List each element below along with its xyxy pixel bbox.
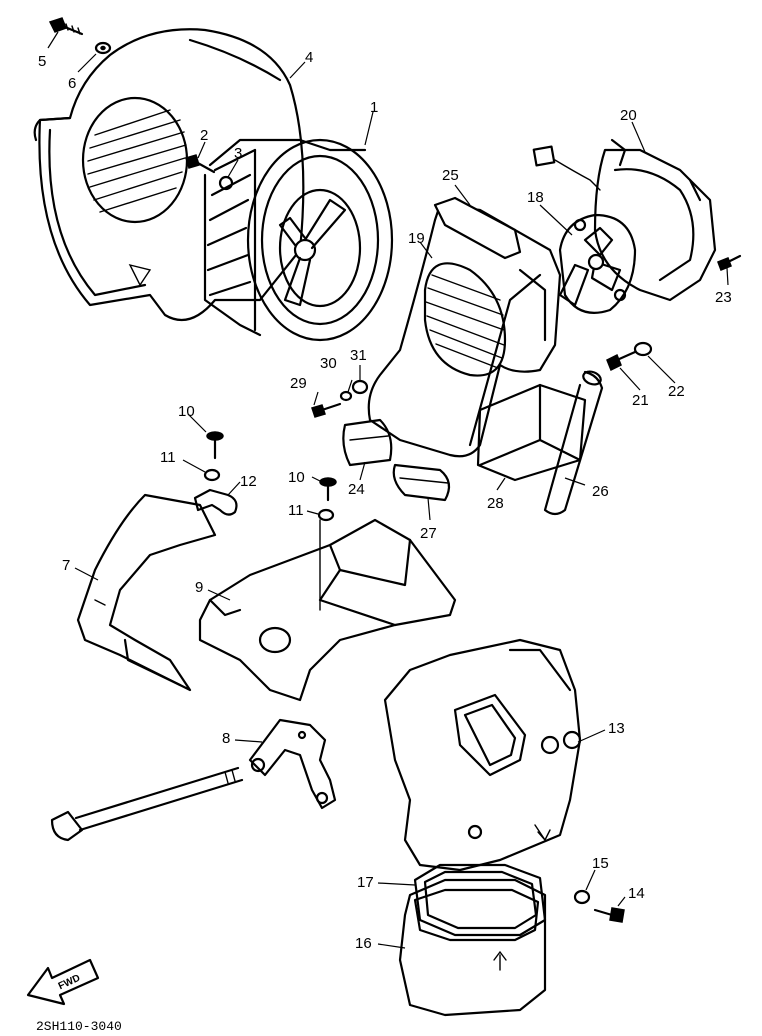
callout-19: 19	[408, 230, 425, 247]
callout-30: 30	[320, 355, 337, 372]
part-19-fan-cover	[367, 203, 562, 458]
part-23-screw	[717, 254, 742, 271]
callout-21: 21	[632, 392, 649, 409]
part-30-washer	[339, 390, 353, 402]
callout-7: 7	[62, 557, 70, 574]
part-15-washer	[573, 889, 591, 905]
part-17-gasket	[413, 863, 547, 937]
callout-11-lower: 11	[288, 502, 304, 519]
part-10-screw-upper	[206, 431, 224, 460]
part-7-side-cover	[76, 493, 217, 692]
callout-13: 13	[608, 720, 625, 737]
callout-26: 26	[592, 483, 609, 500]
part-14-bolt	[593, 907, 625, 923]
fwd-arrow: FWD	[26, 958, 100, 1006]
callout-28: 28	[487, 495, 504, 512]
long-through-bolt	[50, 766, 244, 842]
callout-9: 9	[195, 579, 203, 596]
part-20-fan-shroud	[532, 138, 717, 302]
callout-12: 12	[240, 473, 257, 490]
callout-6: 6	[68, 75, 76, 92]
callout-2: 2	[200, 127, 208, 144]
part-22-washer	[633, 341, 653, 357]
diagram-code: 2SH110-3040	[36, 1019, 122, 1034]
callout-16: 16	[355, 935, 372, 952]
part-12-clamp	[193, 488, 238, 516]
part-16-air-box	[398, 878, 547, 1017]
callout-17: 17	[357, 874, 374, 891]
part-21-bolt	[606, 350, 637, 372]
callout-14: 14	[628, 885, 645, 902]
callout-10-lower: 10	[288, 469, 305, 486]
leader-lines	[47, 31, 729, 949]
callout-24: 24	[348, 481, 365, 498]
callout-3: 3	[234, 145, 242, 162]
callout-23: 23	[715, 289, 732, 306]
part-13-lower-cover	[383, 638, 582, 872]
shroud-grille	[87, 109, 187, 213]
part-11-washer-upper	[203, 468, 221, 482]
callout-20: 20	[620, 107, 637, 124]
part-4-fan-shroud	[33, 28, 305, 322]
part-2-bolt	[185, 154, 216, 174]
part-11-washer-lower	[317, 508, 335, 522]
callout-27: 27	[420, 525, 437, 542]
part-27-seal	[392, 463, 451, 502]
part-1-cylinder-housing	[203, 138, 394, 342]
callout-4: 4	[305, 49, 313, 66]
part-25-cover-cap	[433, 196, 522, 260]
part-26-hose	[543, 370, 604, 516]
part-31-nut	[351, 379, 369, 395]
part-28-foam-block	[476, 383, 587, 482]
callout-29: 29	[290, 375, 307, 392]
part-24-seal	[342, 418, 393, 467]
callout-10-upper: 10	[178, 403, 195, 420]
part-10-screw-lower	[319, 477, 337, 502]
part-9-undertray	[198, 518, 457, 702]
callout-18: 18	[527, 189, 544, 206]
callout-labels: 5 6 4 1 2 3 25 19 18 20 23 21 22 26 24 2…	[38, 49, 732, 952]
callout-11-upper: 11	[160, 449, 176, 466]
callout-5: 5	[38, 53, 46, 70]
callout-8: 8	[222, 730, 230, 747]
callout-31: 31	[350, 347, 367, 364]
callout-1: 1	[370, 99, 378, 116]
part-5-bolt	[48, 17, 84, 36]
callout-15: 15	[592, 855, 609, 872]
callout-25: 25	[442, 167, 459, 184]
part-18-electric-fan	[558, 213, 637, 314]
part-29-screw	[311, 402, 342, 418]
part-6-washer	[94, 41, 112, 55]
part-3-washer	[218, 175, 234, 191]
callout-22: 22	[668, 383, 685, 400]
part-8-bracket	[248, 718, 337, 810]
